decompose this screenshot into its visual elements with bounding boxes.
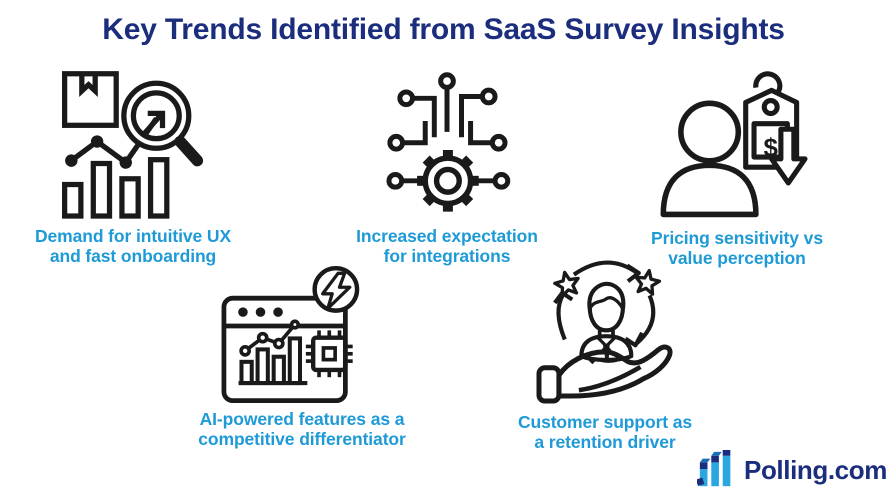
trend-caption-ux: Demand for intuitive UX and fast onboard… — [34, 226, 232, 266]
customer-support-hand-icon — [536, 260, 673, 404]
trend-caption-integrations: Increased expectation for integrations — [356, 226, 538, 266]
trend-caption-pricing: Pricing sensitivity vs value perception — [651, 228, 823, 268]
ai-browser-chip-bolt-icon — [221, 266, 360, 403]
trend-caption-support: Customer support as a retention driver — [517, 412, 693, 452]
ux-growth-magnifier-icon — [62, 71, 204, 219]
brand-name: Polling.com — [744, 454, 887, 485]
dollar-icon: $ — [763, 134, 778, 162]
integration-gear-circuit-icon — [386, 72, 511, 212]
brand-logo: Polling.com — [697, 450, 887, 490]
pricing-person-tag-icon: $ — [660, 71, 808, 218]
page-title: Key Trends Identified from SaaS Survey I… — [102, 13, 785, 46]
trend-caption-ai: AI-powered features as a competitive dif… — [198, 409, 406, 449]
polling-bars-icon — [697, 450, 731, 487]
